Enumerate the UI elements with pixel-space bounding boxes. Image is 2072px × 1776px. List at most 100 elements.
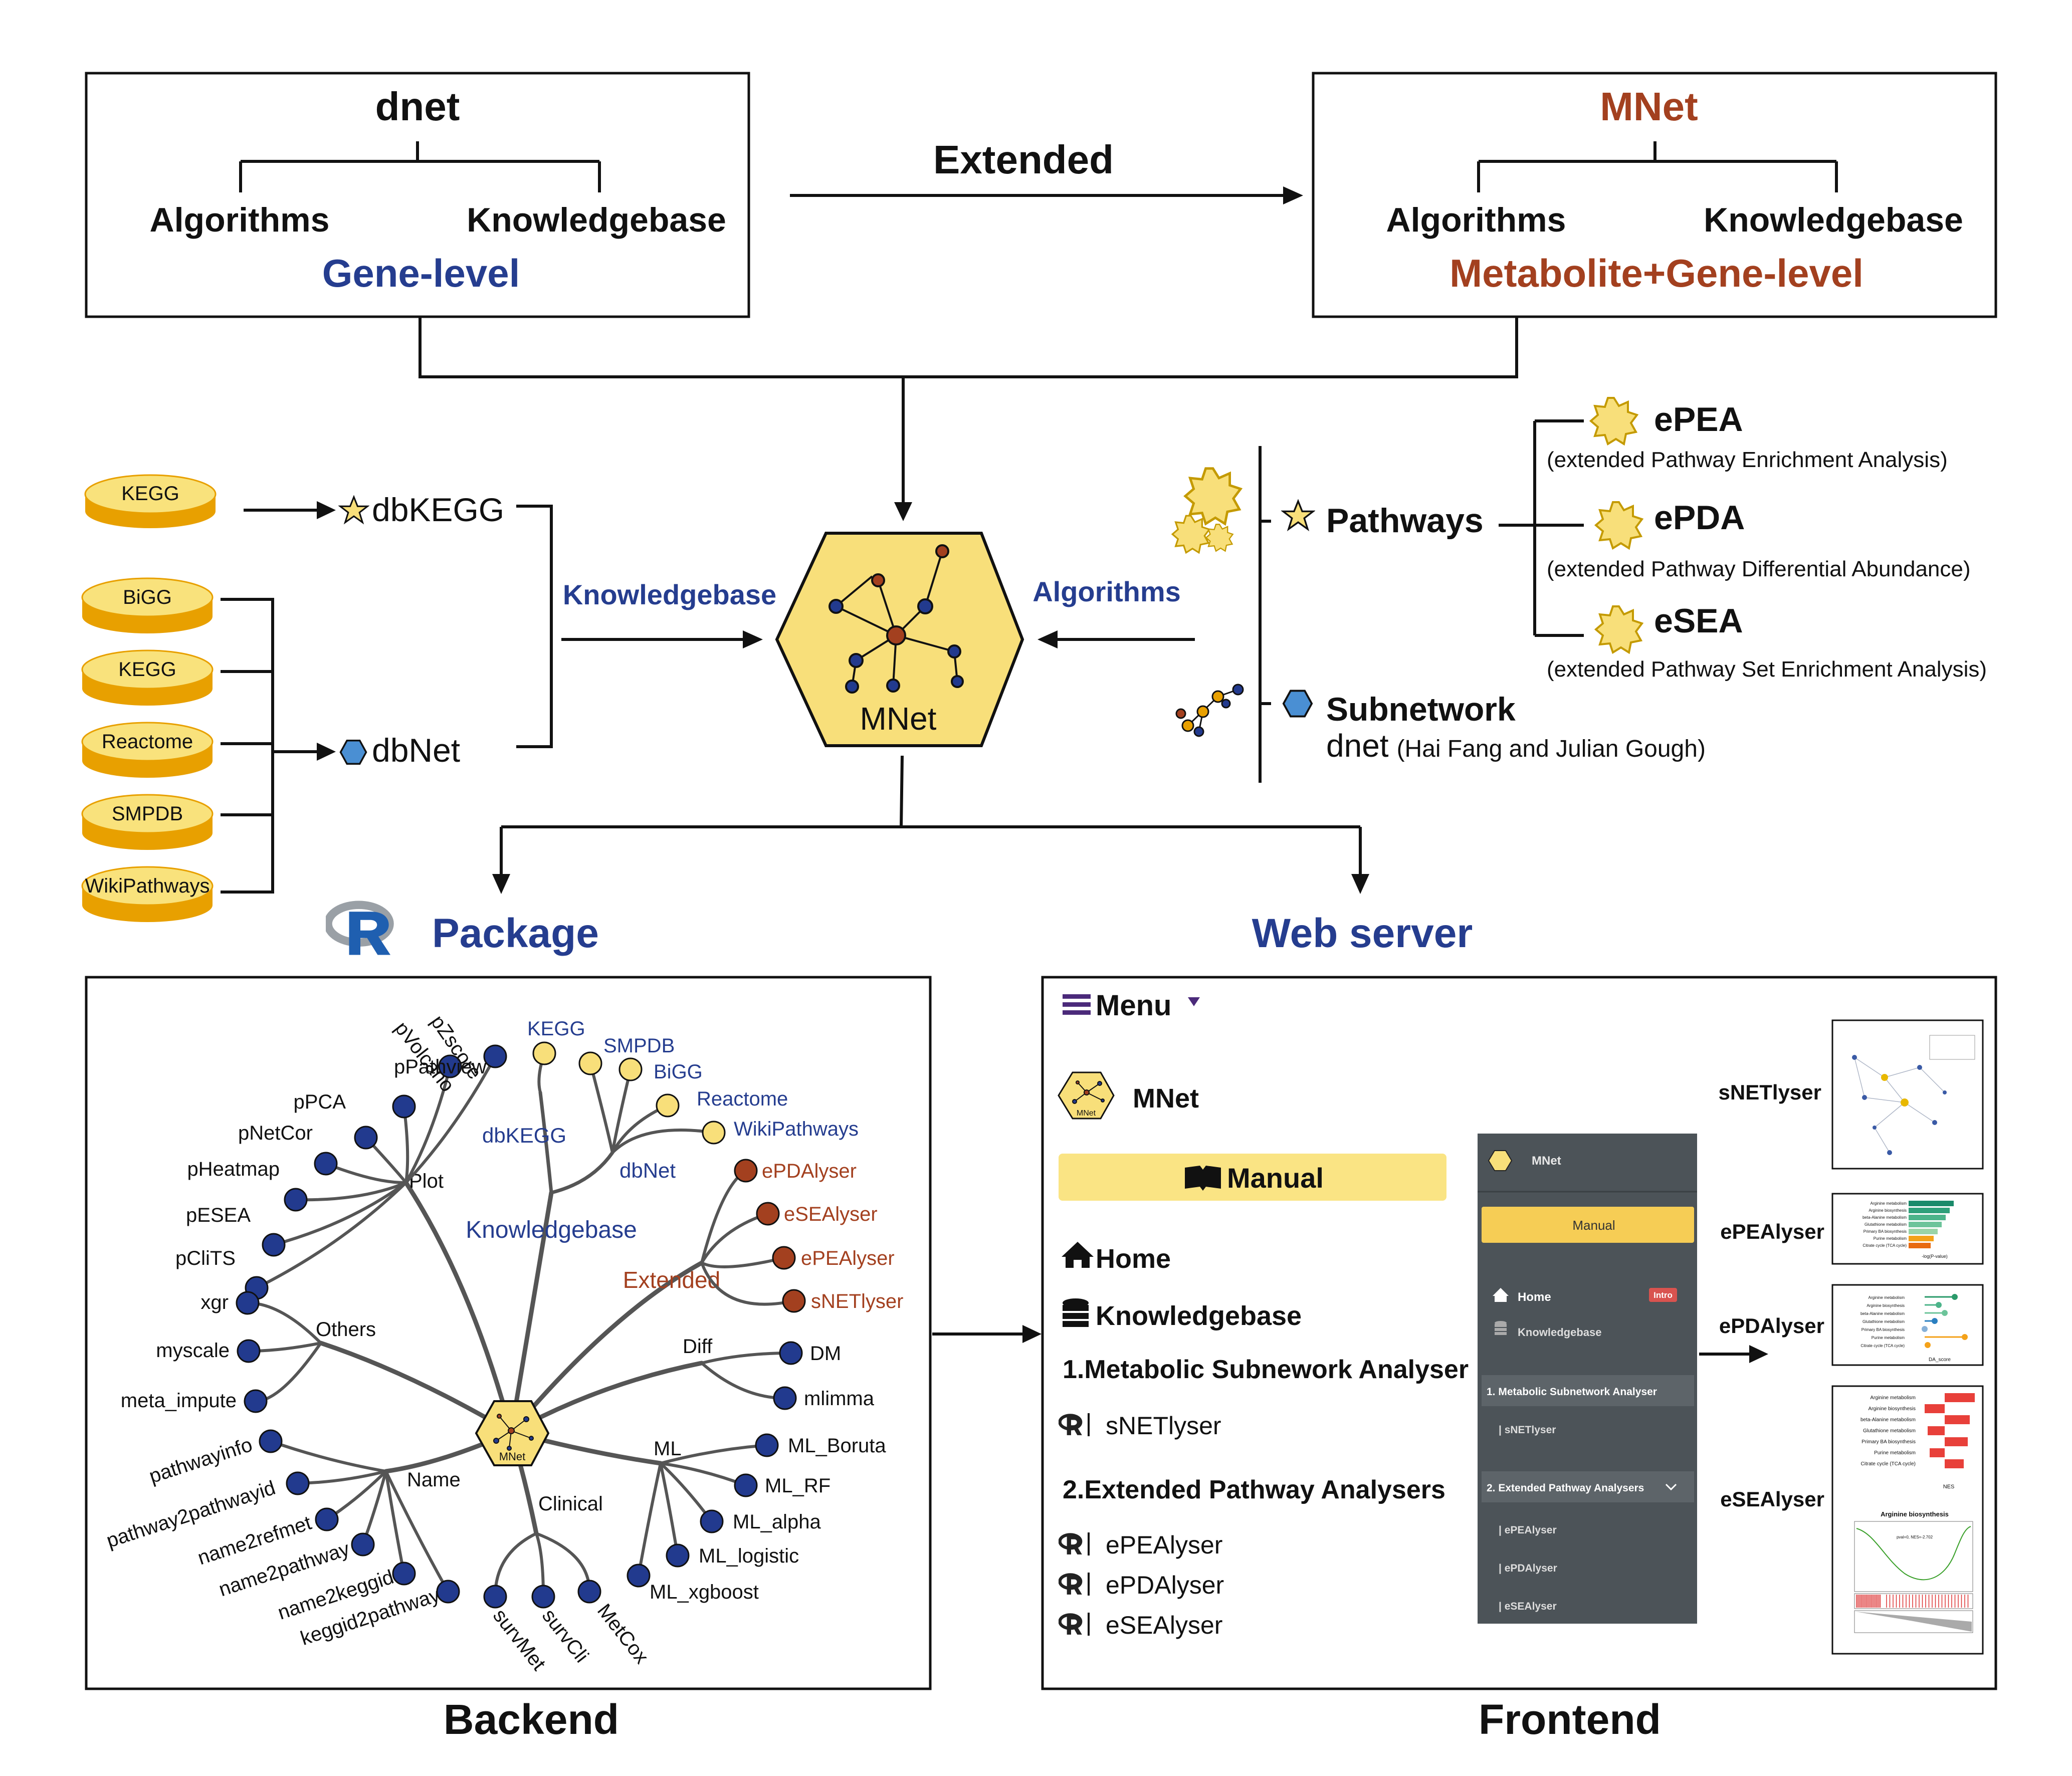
dark-section1: 1. Metabolic Subnetwork Analyser [1487,1386,1657,1398]
pea-bar [1909,1208,1950,1213]
dark-home-item[interactable]: Home Intro [1493,1288,1677,1304]
mnet-algorithms: Algorithms [1386,201,1566,239]
frontend-logo: MNet [1058,1071,1115,1120]
mnet-knowledgebase: Knowledgebase [1704,201,1963,239]
dnet-title: dnet [375,84,460,129]
backend-diff-node-0 [779,1341,803,1365]
pda-row-label: Glutathione metabolism [1862,1319,1905,1324]
dbkegg-label: dbKEGG [372,491,504,528]
backend-name-node-3 [351,1532,375,1557]
backend-diff-leaf-0: DM [810,1343,841,1365]
db-kegg2-label: KEGG [118,658,176,681]
backend-extended-node-2 [772,1246,796,1270]
backend-others-node-0 [236,1291,260,1315]
dark-epdalyser-label: | ePDAlyser [1499,1563,1557,1574]
backend-plot-node-3 [354,1126,378,1150]
algorithms-label: Algorithms [1032,576,1181,607]
db-reactome: Reactome [81,722,214,778]
dark-brand: MNet [1532,1154,1561,1168]
backend-dbnet-leaf-0: SMPDB [603,1035,675,1057]
db-group: BiGG KEGG Reactome SMPDB WikiPathways [81,577,214,922]
dark-epealyser-item[interactable]: | ePEAlyser [1499,1524,1557,1536]
sea-row-label: Arginine metabolism [1870,1395,1916,1401]
dark-manual-button[interactable]: Manual [1482,1207,1694,1243]
backend-diff-leaf-1: mlimma [804,1388,875,1410]
pda-row-label: Primary BA biosynthesis [1861,1327,1905,1332]
pea-bar [1909,1229,1938,1234]
dark-knowledgebase-label: Knowledgebase [1518,1326,1601,1339]
backend-knowledgebase-label: Knowledgebase [466,1217,637,1243]
sea-row-label: Citrate cycle (TCA cycle) [1861,1461,1916,1467]
pda-row-label: beta-Alanine metabolism [1860,1311,1905,1316]
esealyser-item[interactable]: eSEAlyser [1060,1611,1223,1639]
backend-hub: MNet [475,1400,550,1466]
db-smpdb: SMPDB [81,794,214,850]
knowledgebase-item[interactable]: Knowledgebase [1063,1298,1302,1331]
backend-kegg-label: KEGG [527,1018,585,1040]
pda-row-label: Arginine biosynthesis [1867,1303,1905,1308]
backend-extended-leaf-2: ePEAlyser [801,1247,895,1269]
epealyser-item[interactable]: ePEAlyser [1060,1531,1223,1559]
backend-dbnet-node-0 [578,1051,602,1075]
backend-caption: Backend [444,1696,619,1743]
backend-ml-node-1 [734,1473,758,1497]
backend-kegg-node [532,1041,556,1065]
dark-epdalyser-item[interactable]: | ePDAlyser [1499,1563,1557,1574]
dark-esealyser-item[interactable]: | eSEAlyser [1499,1601,1557,1612]
snetlyser-item[interactable]: sNETlyser [1060,1412,1221,1440]
dark-snetlyser-item[interactable]: | sNETlyser [1499,1424,1556,1436]
backend-ml-leaf-0: ML_Boruta [788,1435,886,1457]
manual-button[interactable]: Manual [1059,1154,1446,1201]
gsea-stat: pval=0, NES=-2.702 [1897,1535,1933,1539]
backend-ml-leaf-2: ML_alpha [733,1511,821,1533]
epea-name: ePEA [1654,400,1743,438]
epdalyser-item[interactable]: ePDAlyser [1060,1571,1224,1599]
backend-others-node-2 [244,1389,268,1413]
backend-name-label: Name [407,1469,461,1491]
backend-others-leaf-1: myscale [156,1340,230,1362]
backend-extended-node-0 [734,1159,758,1183]
backend-ml-node-2 [700,1509,724,1533]
algorithms-panel: Pathways Subnetwork dnet(Hai Fang and Ju… [1171,397,1987,783]
pea-bar [1909,1236,1934,1241]
db-kegg-label: KEGG [121,483,179,505]
section2-label: 2.Extended Pathway Analysers [1063,1475,1445,1504]
esea-desc: (extended Pathway Set Enrichment Analysi… [1547,657,1987,682]
sea-bar [1945,1415,1970,1424]
dark-knowledgebase-item[interactable]: Knowledgebase [1495,1321,1601,1339]
backend-dbnet-label: dbNet [619,1159,676,1182]
backend-others-label: Others [316,1318,376,1341]
db-kegg-single: KEGG [84,474,217,528]
backend-plot-node-6 [262,1233,286,1257]
db-reactome-label: Reactome [102,731,193,753]
db-wikipathways-label: WikiPathways [85,875,210,897]
esealyser-label: eSEAlyser [1106,1611,1222,1639]
pda-row-label: Citrate cycle (TCA cycle) [1860,1344,1905,1348]
dnet-knowledgebase: Knowledgebase [467,201,726,239]
pea-row-label: Purine metabolism [1874,1236,1907,1241]
backend-others-leaf-2: meta_impute [121,1390,237,1412]
pea-row-label: Citrate cycle (TCA cycle) [1862,1243,1907,1248]
backend-extended-node-1 [756,1202,780,1226]
pea-bar [1909,1243,1931,1248]
sea-row-label: Glutathione metabolism [1863,1428,1916,1434]
dark-snetlyser-label: | sNETlyser [1499,1424,1556,1436]
backend-extended-leaf-1: eSEAlyser [784,1203,878,1225]
backend-dbnet-node-2 [656,1093,680,1118]
backend-plot-leaf-7: pCliTS [175,1247,236,1269]
frontend-menu[interactable]: Menu [1063,989,1200,1022]
backend-plot-node-2 [392,1094,416,1119]
backend-ml-node-0 [755,1433,779,1457]
backend-name-node-4 [392,1562,416,1586]
pea-row-label: Arginine metabolism [1871,1201,1907,1206]
pda-xlabel: DA_score [1929,1357,1951,1363]
pda-dot [1952,1294,1958,1300]
sea-bar [1945,1393,1975,1402]
home-item[interactable]: Home [1062,1242,1171,1274]
manual-label: Manual [1227,1162,1324,1194]
dark-section2: 2. Extended Pathway Analysers [1487,1482,1644,1494]
result-epealyser: ePEAlyser [1720,1220,1824,1243]
frontend-brand: MNet [1133,1083,1199,1114]
dnet-level: Gene-level [322,251,520,295]
